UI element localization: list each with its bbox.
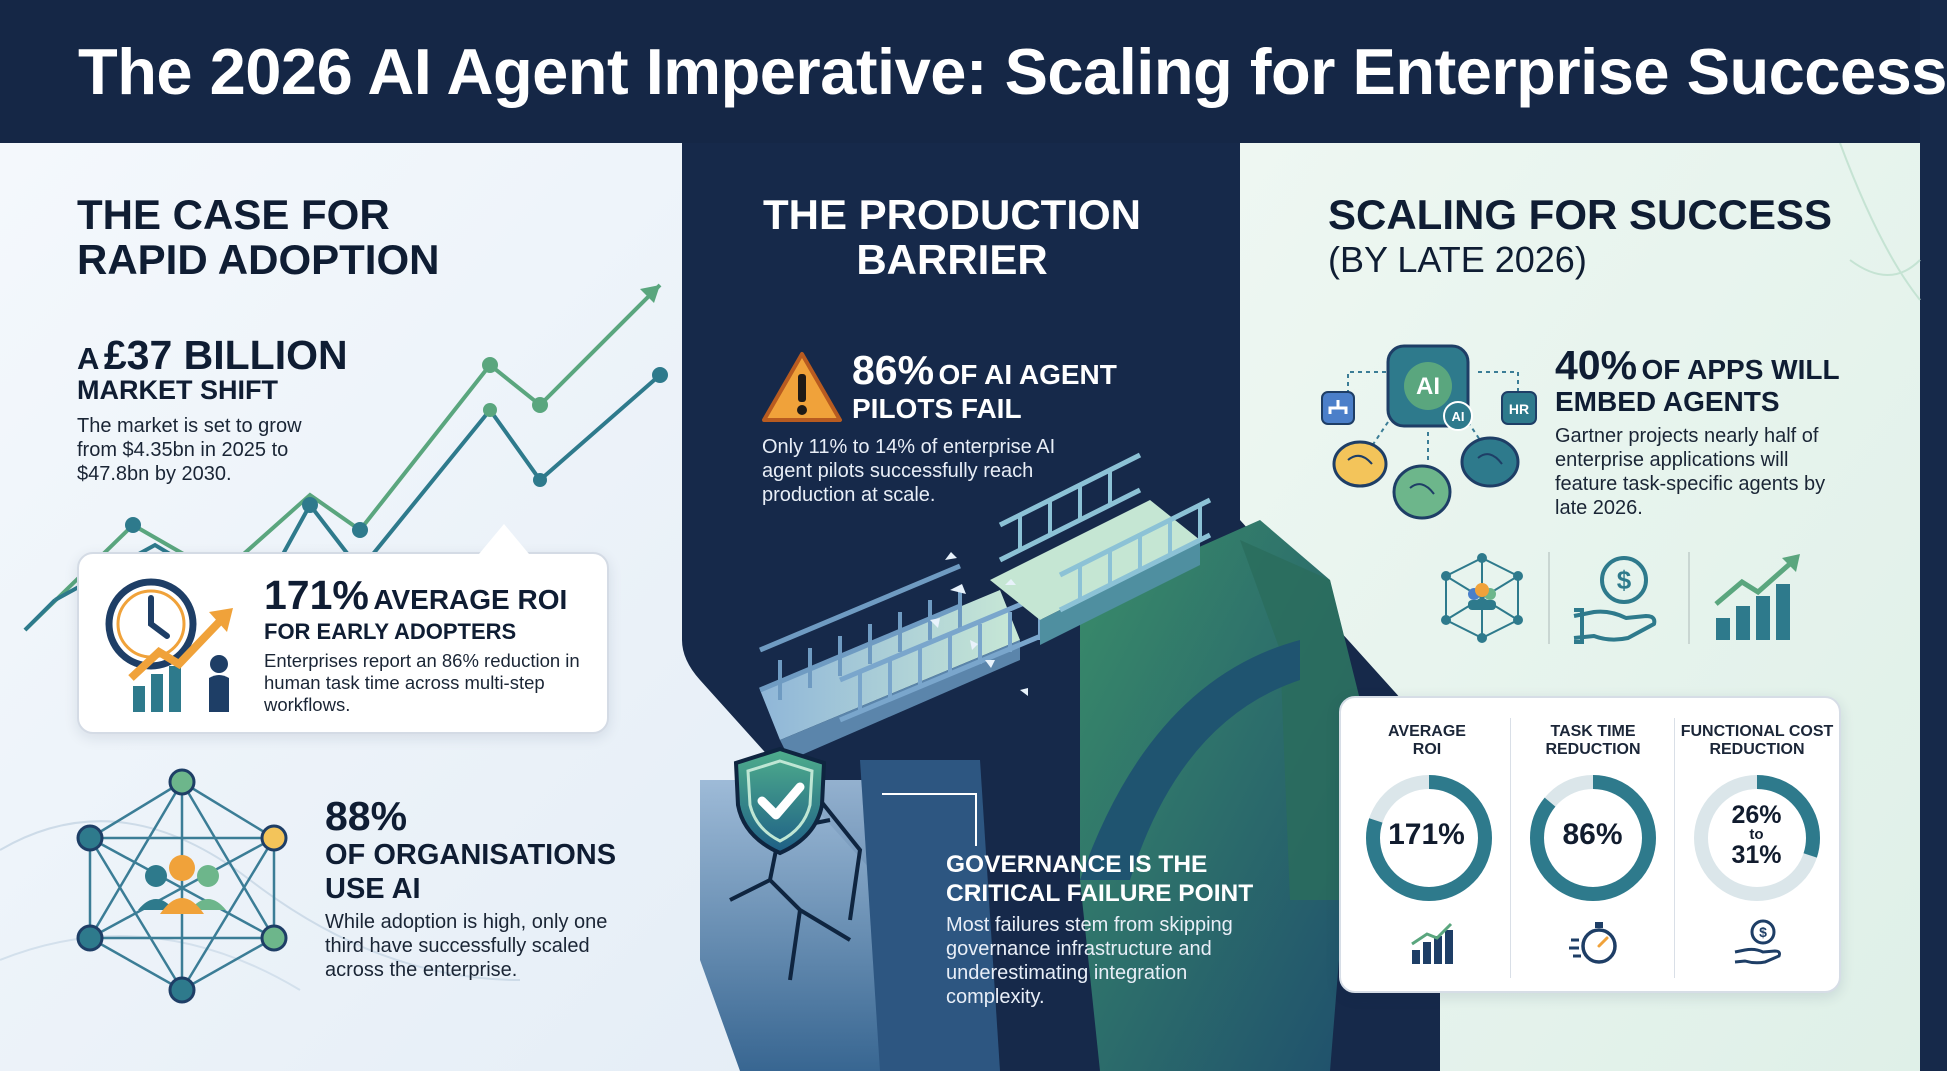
connector-line <box>882 793 977 846</box>
left-heading-line2: RAPID ADOPTION <box>77 236 440 283</box>
cluster-ai-badge: AI <box>1416 373 1440 400</box>
header-bar: The 2026 AI Agent Imperative: Scaling fo… <box>0 0 1947 143</box>
apps-value: 40% <box>1555 342 1638 388</box>
market-prefix: A <box>77 341 100 376</box>
governance-heading-line1: GOVERNANCE IS THE <box>946 851 1208 878</box>
market-stat: A £37 BILLION <box>77 332 348 379</box>
icon-row-divider-1 <box>1548 552 1550 644</box>
market-description: The market is set to grow from $4.35bn i… <box>77 415 302 485</box>
svg-text:$: $ <box>1759 924 1767 940</box>
cluster-ai-small-badge: AI <box>1452 409 1465 424</box>
shield-check-icon <box>733 746 827 856</box>
metric-ring <box>1366 775 1492 901</box>
metric-label: AVERAGE ROI <box>1388 723 1466 758</box>
metric-average-roi: AVERAGE ROI 171% <box>1345 698 1508 995</box>
money-hand-icon: $ <box>1734 919 1781 965</box>
roi-adopters-label: FOR EARLY ADOPTERS <box>264 619 517 644</box>
adoption-label-line1: OF ORGANISATIONS <box>325 839 617 871</box>
apps-label-line2: EMBED AGENTS <box>1555 386 1780 417</box>
middle-heading: THE PRODUCTION BARRIER <box>682 192 1222 282</box>
market-shift-label: MARKET SHIFT <box>77 375 278 405</box>
adoption-value: 88% <box>325 793 408 839</box>
cluster-hr-badge: HR <box>1509 401 1529 417</box>
metric-ring <box>1694 775 1820 901</box>
ai-cluster-icon: AI AI HR <box>1321 344 1537 520</box>
left-heading: THE CASE FOR RAPID ADOPTION <box>77 192 439 282</box>
metric-label: FUNCTIONAL COST REDUCTION <box>1680 723 1834 758</box>
middle-heading-line1: THE PRODUCTION <box>763 191 1141 238</box>
fail-value: 86% <box>852 347 935 393</box>
metric-value-bottom: 31% <box>1731 841 1782 869</box>
network-people-icon <box>76 768 288 1004</box>
bar-chart-growth-icon <box>1714 554 1800 640</box>
apps-label: OF APPS WILL <box>1641 354 1840 385</box>
adoption-label-line2: USE AI <box>325 873 421 905</box>
stopwatch-icon <box>1569 922 1617 964</box>
governance-description: Most failures stem from skipping governa… <box>946 914 1233 1008</box>
svg-text:$: $ <box>1617 565 1632 595</box>
metric-task-time-reduction: TASK TIME REDUCTION 86% <box>1511 698 1674 995</box>
metric-divider <box>1510 718 1511 978</box>
metric-label: TASK TIME REDUCTION <box>1545 723 1641 758</box>
right-heading-line2: (BY LATE 2026) <box>1328 239 1587 280</box>
metric-value: 86% <box>1562 818 1623 851</box>
metric-value: 171% <box>1388 818 1465 851</box>
metric-functional-cost-reduction: FUNCTIONAL COST REDUCTION 26% to 31% $ <box>1675 698 1838 995</box>
adoption-description: While adoption is high, only one third h… <box>325 911 608 981</box>
roi-description: Enterprises report an 86% reduction in h… <box>264 650 580 715</box>
apps-stat: 40% OF APPS WILL <box>1555 342 1840 389</box>
metric-ring <box>1530 775 1656 901</box>
metric-ring-arc <box>1530 775 1656 901</box>
middle-heading-line2: BARRIER <box>856 236 1048 283</box>
roi-label: AVERAGE ROI <box>373 584 568 615</box>
metric-value-top: 26% <box>1731 801 1782 829</box>
roi-stat: 171% AVERAGE ROI <box>264 572 567 619</box>
fail-description: Only 11% to 14% of enterprise AI agent p… <box>762 436 1056 506</box>
icon-row-divider-2 <box>1688 552 1690 644</box>
callout-notch <box>479 524 529 554</box>
bar-chart-icon <box>1411 922 1453 964</box>
right-heading-line1: SCALING FOR SUCCESS <box>1328 191 1833 238</box>
fail-label: OF AI AGENT <box>938 359 1117 390</box>
metric-value-mid: to <box>1749 826 1764 843</box>
apps-description: Gartner projects nearly half of enterpri… <box>1555 425 1826 519</box>
clock-growth-icon <box>105 578 233 712</box>
market-value: £37 BILLION <box>103 332 348 378</box>
metric-ring-arc <box>1366 775 1492 901</box>
governance-heading-line2: CRITICAL FAILURE POINT <box>946 880 1254 907</box>
money-hand-icon: $ <box>1573 556 1657 644</box>
right-heading: SCALING FOR SUCCESS (BY LATE 2026) <box>1328 192 1832 282</box>
governance-heading: GOVERNANCE IS THE CRITICAL FAILURE POINT <box>946 850 1253 908</box>
metric-value: 26% to 31% <box>1675 802 1838 868</box>
roi-value: 171% <box>264 572 369 618</box>
fail-stat: 86% OF AI AGENT <box>852 347 1117 394</box>
left-heading-line1: THE CASE FOR <box>77 191 390 238</box>
metrics-card: AVERAGE ROI 171% TASK TIME REDUCTION 86% <box>1339 696 1841 993</box>
warning-icon <box>762 352 842 422</box>
page-title: The 2026 AI Agent Imperative: Scaling fo… <box>78 35 1947 108</box>
adoption-label: OF ORGANISATIONS USE AI <box>325 838 616 906</box>
network-icon <box>1441 553 1523 643</box>
metric-divider <box>1674 718 1675 978</box>
fail-label-line2: PILOTS FAIL <box>852 393 1022 424</box>
roi-card: 171% AVERAGE ROI FOR EARLY ADOPTERS Ente… <box>77 524 609 734</box>
metric-ring-arc <box>1694 775 1820 901</box>
